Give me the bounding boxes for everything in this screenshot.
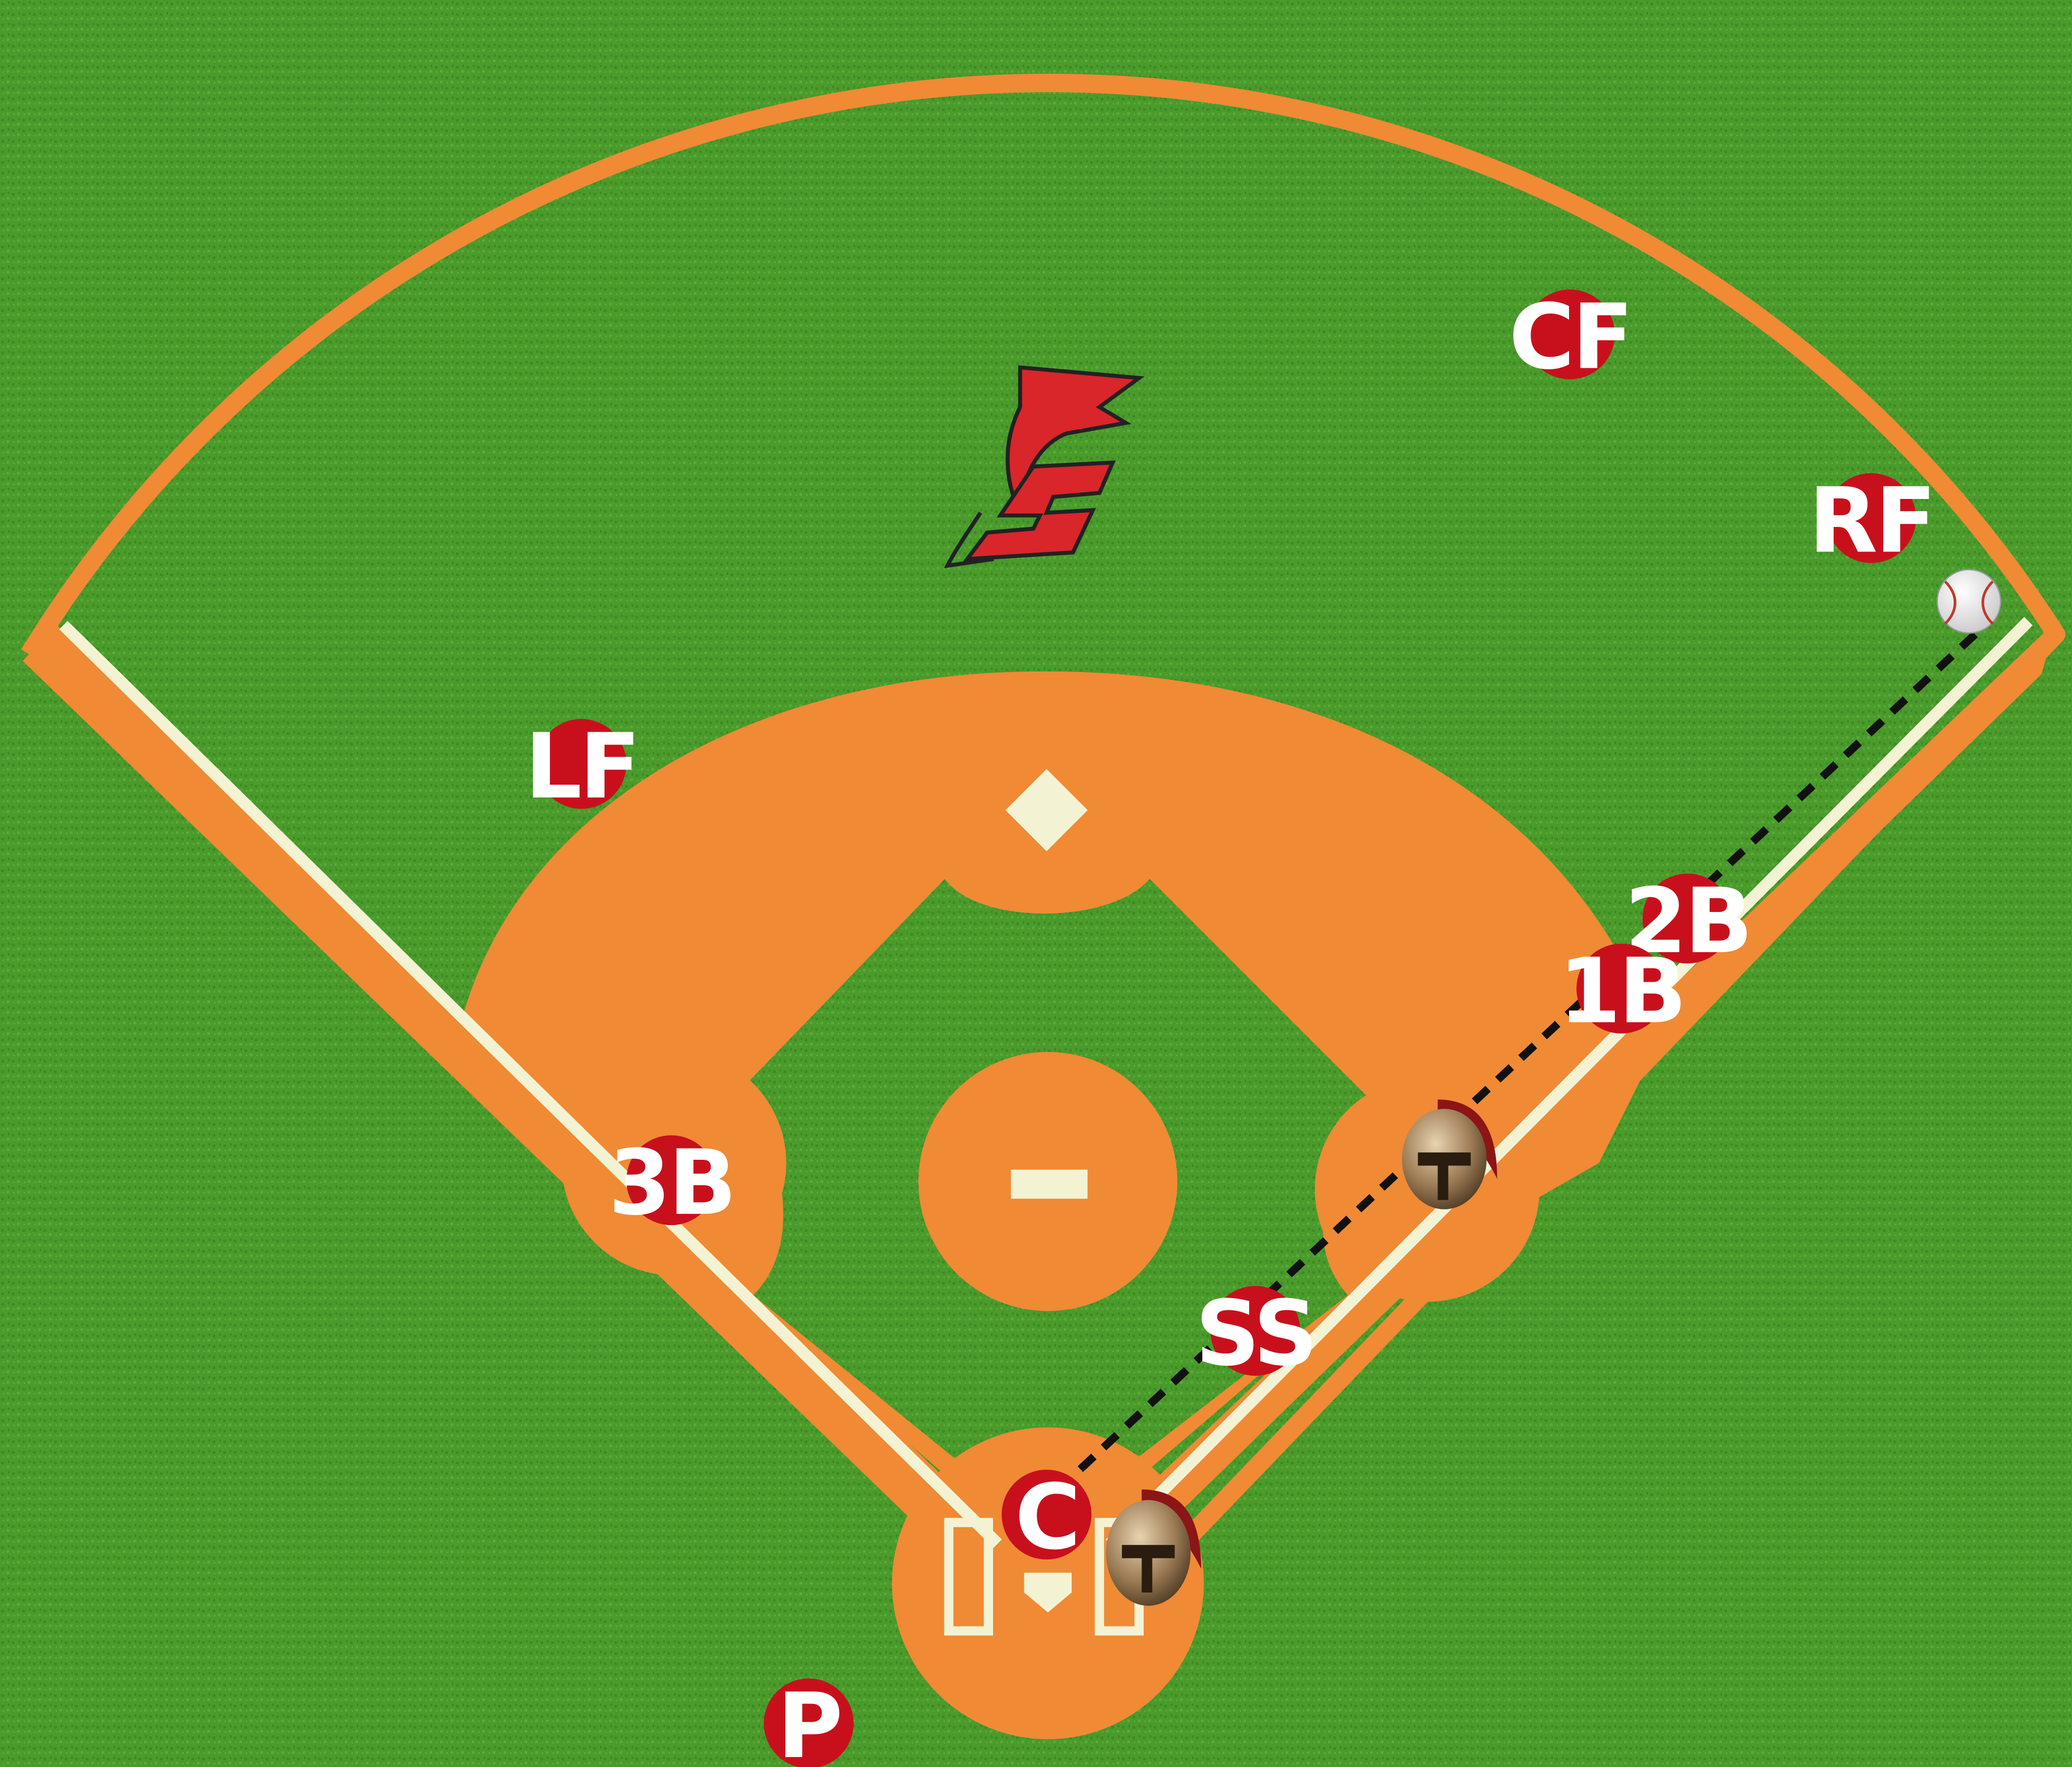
position-marker-rf: RF	[1809, 468, 1934, 573]
position-marker-lf: LF	[525, 714, 638, 819]
position-marker-ss: SS	[1195, 1281, 1315, 1386]
pitchers-rubber	[1011, 1170, 1087, 1199]
position-marker-cf: CF	[1509, 285, 1631, 389]
position-label-p: P	[777, 1674, 840, 1767]
position-marker-1b: 1B	[1558, 939, 1684, 1043]
position-marker-c: C	[1001, 1465, 1091, 1569]
position-label-c: C	[1015, 1465, 1078, 1569]
position-label-1b: 1B	[1558, 939, 1684, 1043]
position-marker-p: P	[764, 1674, 853, 1767]
position-label-cf: CF	[1509, 285, 1631, 389]
position-label-ss: SS	[1195, 1281, 1315, 1386]
baseball-icon	[1937, 570, 2001, 633]
position-label-rf: RF	[1809, 468, 1934, 573]
position-label-lf: LF	[525, 714, 638, 819]
position-marker-3b: 3B	[608, 1131, 734, 1235]
position-label-3b: 3B	[608, 1131, 734, 1235]
